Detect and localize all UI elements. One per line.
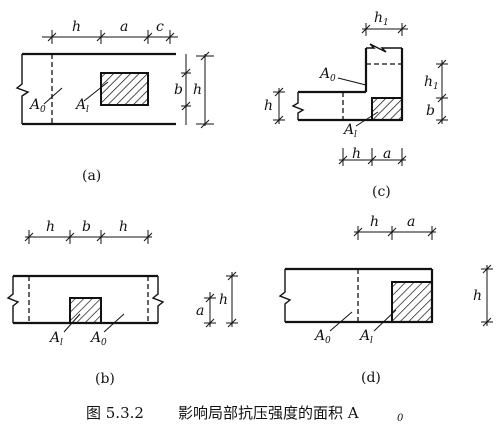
- label-al-d: A l: [358, 309, 397, 346]
- label-a0-d: A 0: [313, 311, 353, 346]
- figure-title: 影响局部抗压强度的面积 A: [178, 404, 359, 422]
- label-a0: A 0: [28, 87, 63, 115]
- label-al-b: A l: [48, 313, 81, 348]
- local-area-b: [69, 297, 102, 324]
- dimension-bottom-c: h a: [338, 146, 407, 166]
- svg-text:h: h: [473, 288, 482, 304]
- dimension-top-c: h 1: [361, 10, 408, 36]
- svg-text:0: 0: [330, 74, 336, 84]
- figure-number: 图 5.3.2: [86, 404, 144, 422]
- dimension-right-d: h: [473, 264, 493, 327]
- svg-text:l: l: [370, 336, 373, 346]
- svg-text:A: A: [48, 330, 60, 346]
- label-al-c: A l: [342, 111, 379, 140]
- dimension-top-a: h a c: [42, 19, 178, 44]
- svg-text:1: 1: [383, 18, 389, 28]
- label-a0-b: A 0: [89, 313, 125, 348]
- figure-title-sub: 0: [397, 413, 404, 424]
- label-a: a: [120, 19, 128, 35]
- caption-c: (c): [372, 184, 391, 200]
- svg-text:A: A: [89, 330, 101, 346]
- svg-text:b: b: [426, 103, 435, 119]
- diagram-d: h a A 0 A l h (d): [278, 214, 493, 386]
- svg-text:l: l: [354, 130, 357, 140]
- svg-text:A: A: [318, 66, 330, 82]
- label-a0-c: A 0: [318, 66, 367, 86]
- svg-text:0: 0: [40, 105, 46, 115]
- diagram-a: h a c A 0 A l b: [15, 19, 214, 184]
- figure-caption: 图 5.3.2 影响局部抗压强度的面积 A 0: [86, 404, 404, 424]
- svg-text:a: a: [196, 303, 204, 319]
- svg-text:h: h: [374, 10, 383, 26]
- dimension-left-c: h: [264, 87, 285, 125]
- local-area-d: [391, 281, 433, 323]
- svg-text:A: A: [358, 328, 370, 344]
- svg-text:l: l: [60, 338, 63, 348]
- label-h: h: [72, 19, 81, 35]
- svg-text:b: b: [174, 82, 183, 98]
- caption-a: (a): [82, 168, 101, 184]
- svg-text:A: A: [342, 122, 354, 138]
- label-c: c: [156, 19, 164, 35]
- dimension-right-b: a h: [196, 271, 238, 328]
- diagram-c: h 1 A 0 A l: [264, 10, 448, 200]
- caption-b: (b): [95, 371, 115, 387]
- svg-text:a: a: [407, 214, 415, 230]
- svg-text:h: h: [352, 146, 361, 162]
- wall-a: [15, 52, 176, 126]
- svg-text:h: h: [46, 219, 55, 235]
- dimension-top-d: h a: [353, 214, 437, 240]
- local-area-a: [100, 72, 149, 106]
- diagram-b: h b h A l A 0 a: [6, 219, 238, 387]
- svg-text:b: b: [82, 219, 91, 235]
- svg-text:h: h: [219, 292, 228, 308]
- label-al: A l: [74, 81, 109, 115]
- svg-text:h: h: [370, 214, 379, 230]
- svg-text:h: h: [424, 74, 433, 90]
- svg-text:1: 1: [433, 82, 439, 92]
- svg-text:A: A: [28, 97, 40, 113]
- dimension-top-b: h b h: [24, 219, 153, 244]
- local-area-c: [371, 97, 403, 121]
- caption-d: (d): [361, 370, 381, 386]
- svg-text:h: h: [264, 98, 273, 114]
- svg-text:0: 0: [101, 338, 107, 348]
- svg-text:A: A: [313, 328, 325, 344]
- svg-text:h: h: [193, 82, 202, 98]
- svg-text:h: h: [119, 219, 128, 235]
- svg-text:l: l: [86, 105, 89, 115]
- dimension-right-a: b h: [174, 51, 214, 129]
- svg-text:a: a: [383, 146, 391, 162]
- svg-text:A: A: [74, 97, 86, 113]
- dimension-right-c: h 1 b: [424, 59, 448, 125]
- svg-text:0: 0: [325, 336, 331, 346]
